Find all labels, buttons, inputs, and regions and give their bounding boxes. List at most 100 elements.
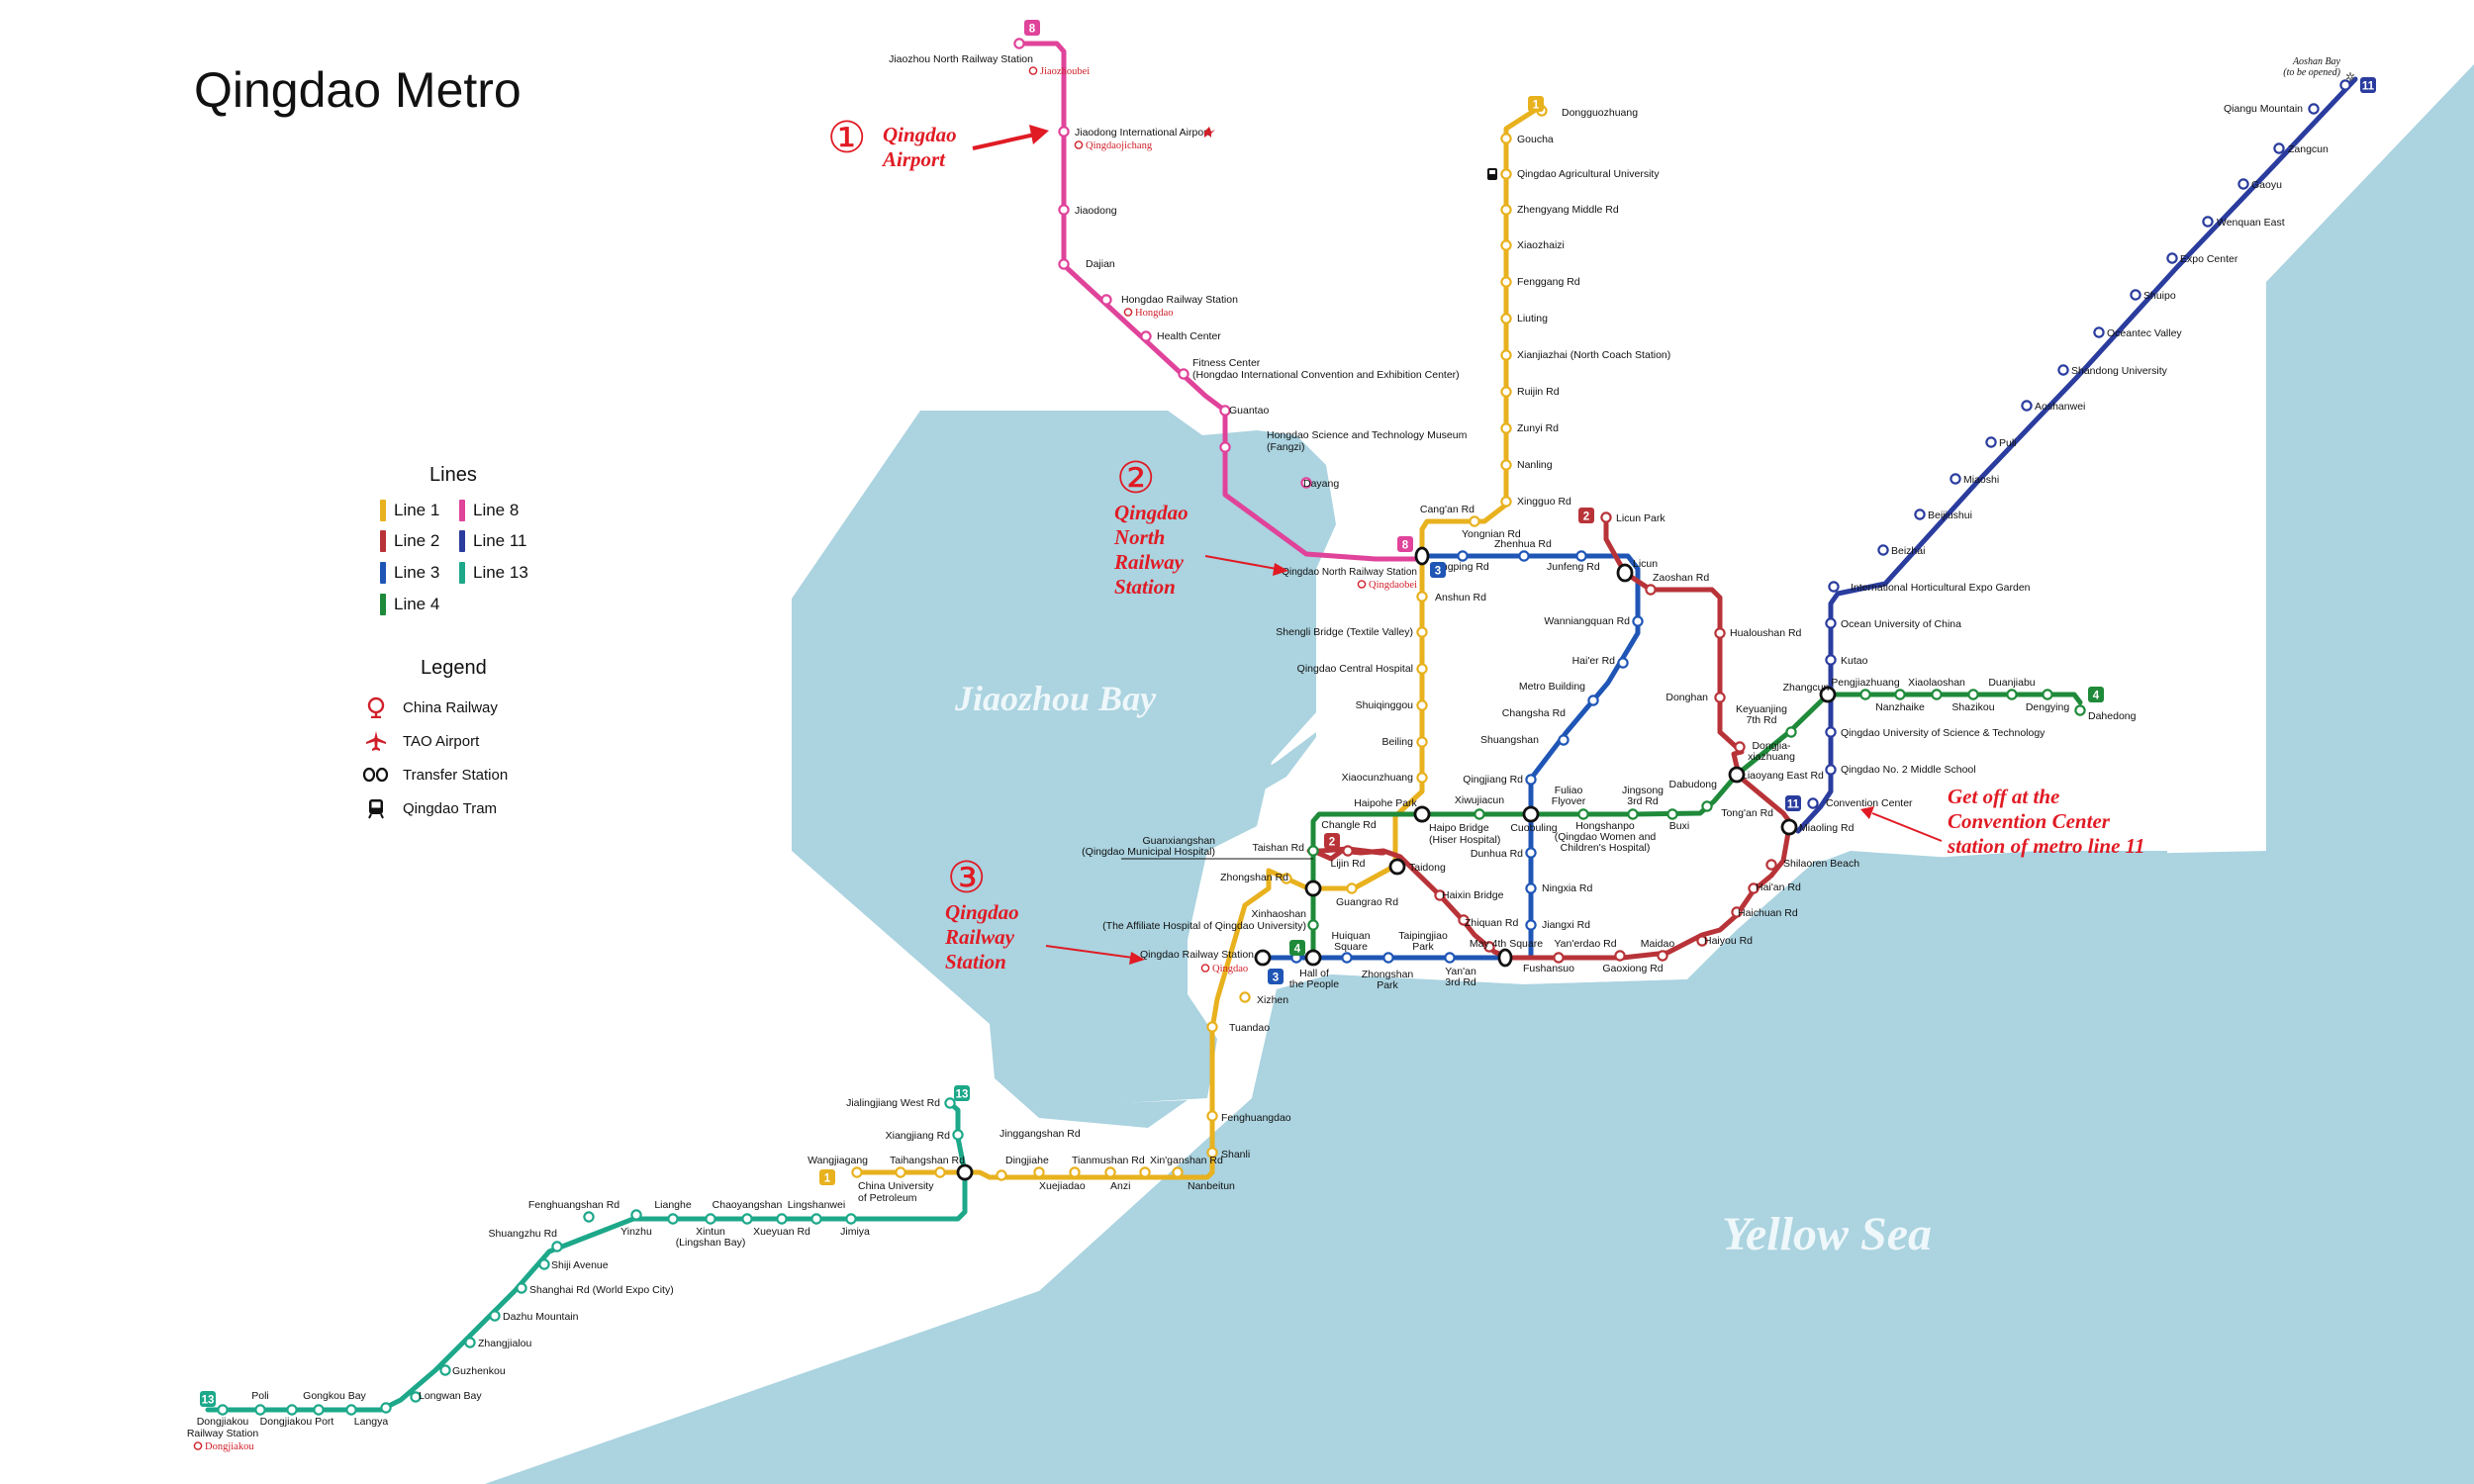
line-13-station[interactable] xyxy=(439,1364,451,1376)
line-1-station[interactable] xyxy=(1500,276,1512,288)
line-13-station[interactable] xyxy=(286,1404,298,1416)
line-4-station[interactable] xyxy=(1474,808,1485,820)
line-11-station[interactable] xyxy=(1828,581,1840,593)
line-1-station[interactable] xyxy=(1416,736,1428,748)
line-13-station[interactable] xyxy=(380,1402,392,1414)
line-1-station[interactable] xyxy=(1033,1166,1045,1178)
line-2-station[interactable] xyxy=(1645,584,1657,596)
transfer-station-yongping[interactable] xyxy=(1414,546,1430,566)
line-1-station[interactable] xyxy=(1500,204,1512,216)
transfer-station-licun[interactable] xyxy=(1616,563,1634,583)
line-1-station[interactable] xyxy=(1416,772,1428,784)
transfer-station-zhongshan-rd[interactable] xyxy=(1304,880,1322,897)
line-2-station[interactable] xyxy=(1614,950,1626,962)
line-11-station[interactable] xyxy=(2093,326,2105,338)
transfer-station-taidong[interactable] xyxy=(1388,858,1406,876)
line-1-station[interactable] xyxy=(1500,349,1512,361)
line-13-station[interactable] xyxy=(345,1404,357,1416)
transfer-station-cuobuling[interactable] xyxy=(1522,805,1540,823)
line-2-station[interactable] xyxy=(1696,935,1708,947)
line-1-station[interactable] xyxy=(1500,313,1512,325)
line-3-station[interactable] xyxy=(1525,847,1537,859)
line-8-station[interactable] xyxy=(1140,330,1152,342)
line-4-station[interactable] xyxy=(2042,689,2053,700)
line-2-station[interactable] xyxy=(1748,882,1760,894)
line-3-station[interactable] xyxy=(1518,550,1530,562)
line-3-station[interactable] xyxy=(1558,734,1570,746)
line-1-station[interactable] xyxy=(1500,168,1512,180)
line-3-station[interactable] xyxy=(1341,952,1353,964)
line-13-station[interactable] xyxy=(551,1241,563,1252)
line-4-station[interactable] xyxy=(1894,689,1906,700)
line-4-station[interactable] xyxy=(1666,808,1678,820)
line-3-station[interactable] xyxy=(1525,919,1537,931)
transfer-station-railway-station[interactable] xyxy=(1254,949,1272,967)
line-13-station[interactable] xyxy=(313,1404,325,1416)
line-4-station[interactable] xyxy=(2074,704,2086,716)
line-11-station[interactable] xyxy=(1950,473,1961,485)
line-8-station[interactable] xyxy=(1178,368,1189,380)
line-8-station[interactable] xyxy=(1219,441,1231,453)
line-13-station[interactable] xyxy=(667,1213,679,1225)
transfer-station-haipohe-park[interactable] xyxy=(1413,805,1431,823)
line-4-station[interactable] xyxy=(1577,808,1589,820)
line-11-station[interactable] xyxy=(1825,726,1837,738)
line-1-station[interactable] xyxy=(1500,496,1512,508)
line-2-station[interactable] xyxy=(1734,741,1746,753)
line-1-station[interactable] xyxy=(1206,1110,1218,1122)
line-4-station[interactable] xyxy=(1627,808,1639,820)
line-1-station[interactable] xyxy=(934,1166,946,1178)
line-2-station[interactable] xyxy=(1714,627,1726,639)
line-11-station[interactable] xyxy=(2273,142,2285,154)
line-1-station[interactable] xyxy=(996,1169,1007,1181)
line-13-station[interactable] xyxy=(489,1310,501,1322)
line-4-station[interactable] xyxy=(1307,845,1319,857)
line-13-station[interactable] xyxy=(705,1213,716,1225)
line-1-station[interactable] xyxy=(1104,1166,1116,1178)
line-3-station[interactable] xyxy=(1382,952,1394,964)
line-1-station[interactable] xyxy=(1416,663,1428,675)
transfer-station-jinggangshan[interactable] xyxy=(956,1163,974,1181)
line-11-station[interactable] xyxy=(2202,216,2214,228)
line-1-station[interactable] xyxy=(1500,422,1512,434)
transfer-station-miaoling[interactable] xyxy=(1780,818,1798,836)
line-8-station[interactable] xyxy=(1300,477,1312,489)
line-2-station[interactable] xyxy=(1765,859,1777,871)
line-1-station[interactable] xyxy=(1469,515,1480,527)
line-2-station[interactable] xyxy=(1342,845,1354,857)
line-1-station[interactable] xyxy=(895,1166,906,1178)
line-3-station[interactable] xyxy=(1587,695,1599,706)
line-4-station[interactable] xyxy=(1701,800,1713,812)
transfer-station-may4th[interactable] xyxy=(1497,948,1513,968)
line-13-station[interactable] xyxy=(516,1282,527,1294)
line-2-station[interactable] xyxy=(1434,889,1446,901)
line-3-station[interactable] xyxy=(1632,615,1644,627)
line-8-station[interactable] xyxy=(1058,258,1070,270)
line-11-station[interactable] xyxy=(1825,617,1837,629)
line-1-station[interactable] xyxy=(1346,882,1358,894)
line-11-station[interactable] xyxy=(2166,252,2178,264)
line-13-station[interactable] xyxy=(952,1129,964,1141)
line-13-station[interactable] xyxy=(583,1211,595,1223)
line-13-station[interactable] xyxy=(944,1097,956,1109)
line-4-station[interactable] xyxy=(1307,919,1319,931)
line-4-station[interactable] xyxy=(1967,689,1979,700)
line-1-station[interactable] xyxy=(1416,626,1428,638)
line-3-station[interactable] xyxy=(1525,774,1537,786)
line-1-station[interactable] xyxy=(1500,133,1512,144)
line-2-station[interactable] xyxy=(1657,950,1668,962)
line-1-station[interactable] xyxy=(1206,1021,1218,1033)
line-1-station[interactable] xyxy=(1416,591,1428,603)
line-8-station[interactable] xyxy=(1219,405,1231,417)
line-1-station[interactable] xyxy=(1239,991,1251,1003)
line-8-station[interactable] xyxy=(1013,38,1025,49)
line-1-station[interactable] xyxy=(1172,1166,1184,1178)
line-8-station[interactable] xyxy=(1058,126,1070,138)
line-11-station[interactable] xyxy=(1807,797,1819,809)
line-3-station[interactable] xyxy=(1525,882,1537,894)
line-3-station[interactable] xyxy=(1575,550,1587,562)
line-11-station[interactable] xyxy=(2237,178,2249,190)
line-13-station[interactable] xyxy=(741,1213,753,1225)
line-4-station[interactable] xyxy=(1785,726,1797,738)
line-1-station[interactable] xyxy=(1281,873,1292,884)
